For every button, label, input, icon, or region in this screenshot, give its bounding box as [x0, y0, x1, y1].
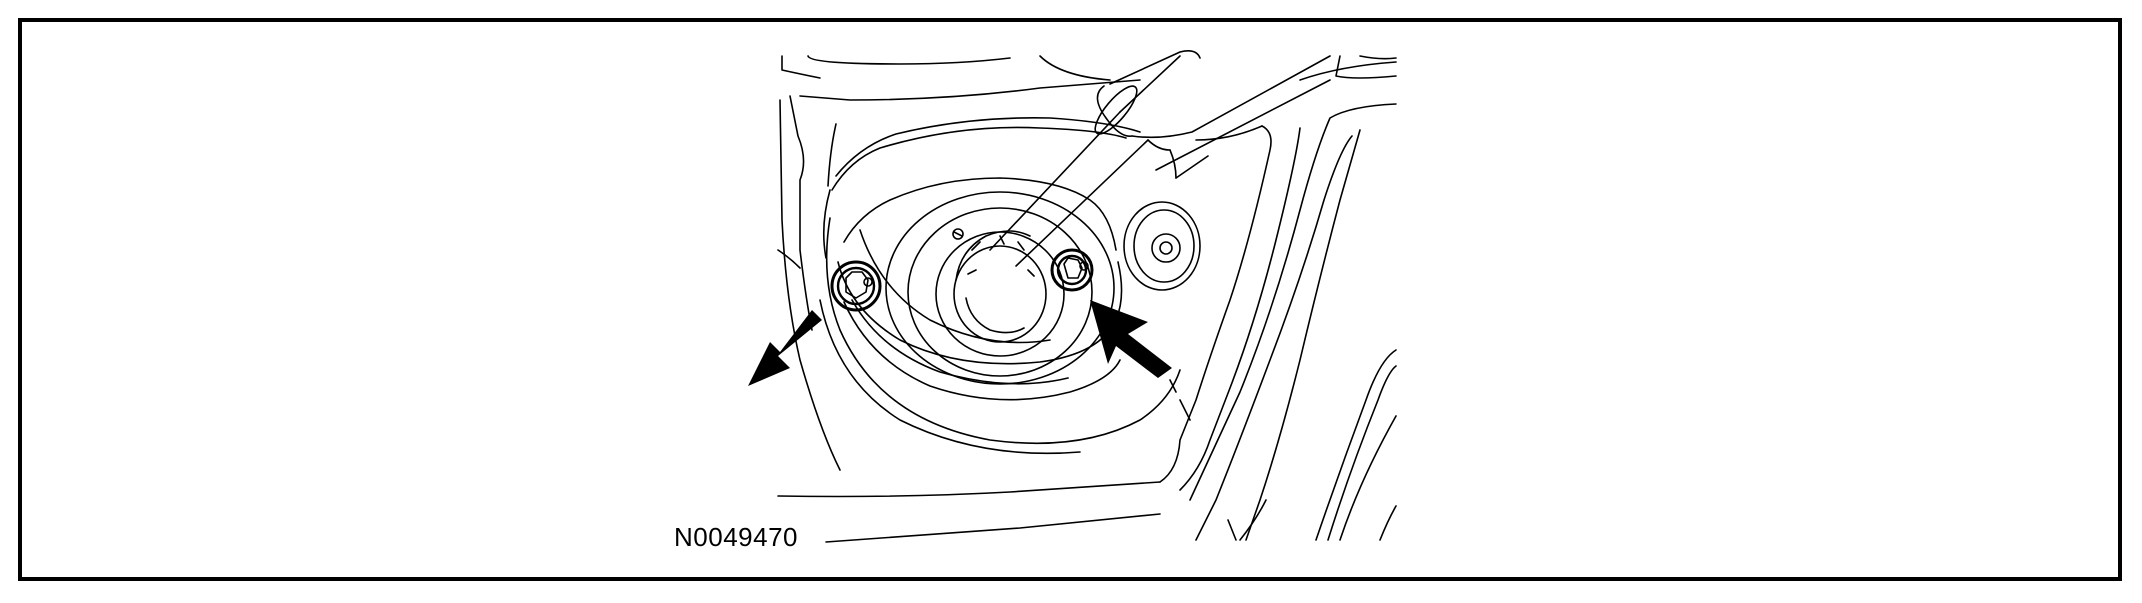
right-nut	[1050, 248, 1094, 292]
figure-id-leader	[825, 513, 1161, 543]
right-arrow-icon	[1090, 300, 1172, 378]
dash-panel-outline	[777, 55, 1397, 541]
left-nut	[830, 260, 882, 312]
column-hub	[885, 191, 1115, 385]
round-plug	[1123, 201, 1201, 291]
column-shroud-rings	[819, 117, 1181, 455]
figure-id: N0049470	[674, 522, 798, 552]
steering-shaft	[989, 50, 1331, 267]
illustration-frame	[18, 18, 2122, 581]
left-arrow-icon	[748, 310, 822, 386]
